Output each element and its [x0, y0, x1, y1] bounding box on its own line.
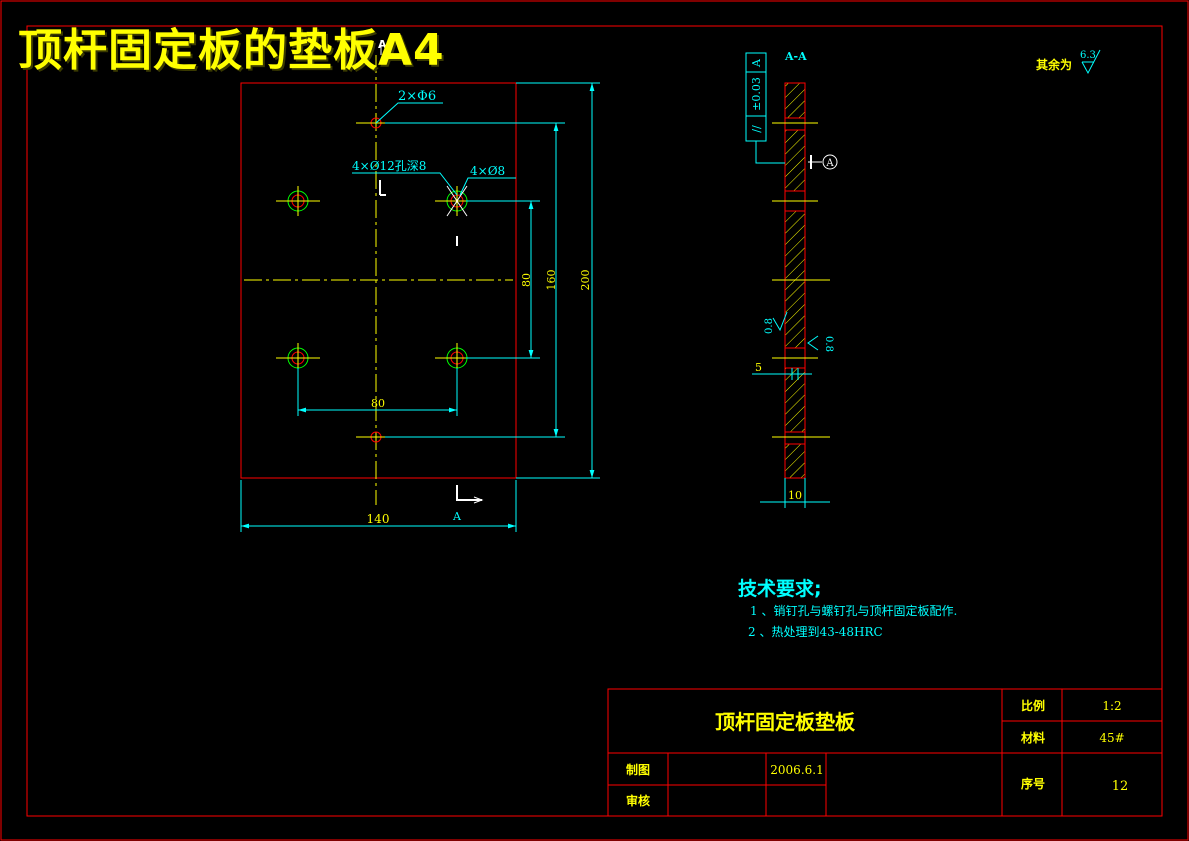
leader-through-hole — [459, 177, 516, 196]
callout-through-hole: 4×Ø8 — [470, 164, 505, 178]
section-view: A-A // ±0.03 A — [745, 50, 838, 508]
part-name: 顶杆固定板垫板 — [715, 710, 856, 734]
tech-requirements: 技术要求; 1 、销钉孔与螺钉孔与顶杆固定板配作. 2 、热处理到43-48HR… — [738, 577, 957, 639]
tech-req-heading: 技术要求; — [738, 577, 822, 600]
section-mark-bottom: A — [452, 510, 462, 523]
drawn-label: 制图 — [626, 762, 650, 777]
tolerance-value: ±0.03 — [750, 77, 763, 111]
section-arrow-top — [379, 180, 386, 196]
roughness-left: 0.8 — [764, 311, 788, 334]
banner-title: 顶杆固定板的垫板A4 — [18, 25, 445, 76]
dim-160: 160 — [545, 270, 558, 291]
material-label: 材料 — [1020, 730, 1045, 745]
seq-label: 序号 — [1021, 776, 1045, 791]
leader-pin-hole — [375, 102, 443, 124]
scale-value: 1:2 — [1102, 699, 1121, 713]
drawn-date: 2006.6.1 — [770, 763, 823, 777]
section-arrowhead-bottom — [473, 496, 484, 504]
seq-value: 12 — [1112, 779, 1129, 794]
tolerance-symbol: // — [750, 125, 763, 133]
inner-border — [26, 25, 1163, 817]
dim-140: 140 — [367, 512, 390, 526]
roughness-right-value: 0.8 — [823, 336, 834, 352]
roughness-left-value: 0.8 — [764, 318, 775, 334]
dimension-lines — [240, 82, 600, 532]
material-value: 45# — [1099, 731, 1124, 745]
hole-top-left — [276, 186, 320, 216]
section-pin-hole-bottom — [784, 431, 806, 445]
dim-5: 5 — [755, 361, 762, 374]
dim-10: 10 — [788, 489, 802, 502]
roughness-right: 0.8 — [807, 335, 834, 352]
callout-pin-hole: 2×Φ6 — [398, 89, 436, 104]
roughness-note-value: 6.3 — [1080, 50, 1096, 61]
roughness-note: 其余为 6.3 — [1036, 49, 1101, 75]
title-block — [607, 688, 1163, 817]
leader-counterbore — [352, 172, 458, 196]
dim-80-horizontal: 80 — [371, 397, 385, 410]
section-mark-top: A — [378, 38, 387, 51]
section-centerlines — [772, 122, 830, 438]
section-pin-hole-top — [784, 117, 806, 131]
tolerance-datum: A — [750, 58, 763, 68]
tech-req-item-2: 2 、热处理到43-48HRC — [748, 625, 883, 639]
tolerance-frame: // ±0.03 A — [745, 52, 785, 164]
tech-req-item-1: 1 、销钉孔与螺钉孔与顶杆固定板配作. — [750, 603, 957, 618]
check-label: 审核 — [626, 793, 650, 808]
callout-counterbore: 4×Ø12孔深8 — [352, 159, 426, 173]
plate-outline — [240, 82, 517, 479]
datum-marker: A — [808, 154, 838, 170]
front-view: A A — [240, 38, 600, 532]
section-label: A-A — [784, 50, 807, 63]
roughness-note-prefix: 其余为 — [1036, 57, 1072, 72]
dim-80-vertical: 80 — [520, 273, 533, 287]
scale-label: 比例 — [1021, 698, 1045, 713]
dim-10-lines — [760, 478, 830, 508]
dim-5-lines — [752, 368, 812, 380]
datum-label: A — [825, 158, 834, 169]
dim-200: 200 — [579, 270, 592, 291]
section-arrow-bottom — [456, 485, 482, 501]
